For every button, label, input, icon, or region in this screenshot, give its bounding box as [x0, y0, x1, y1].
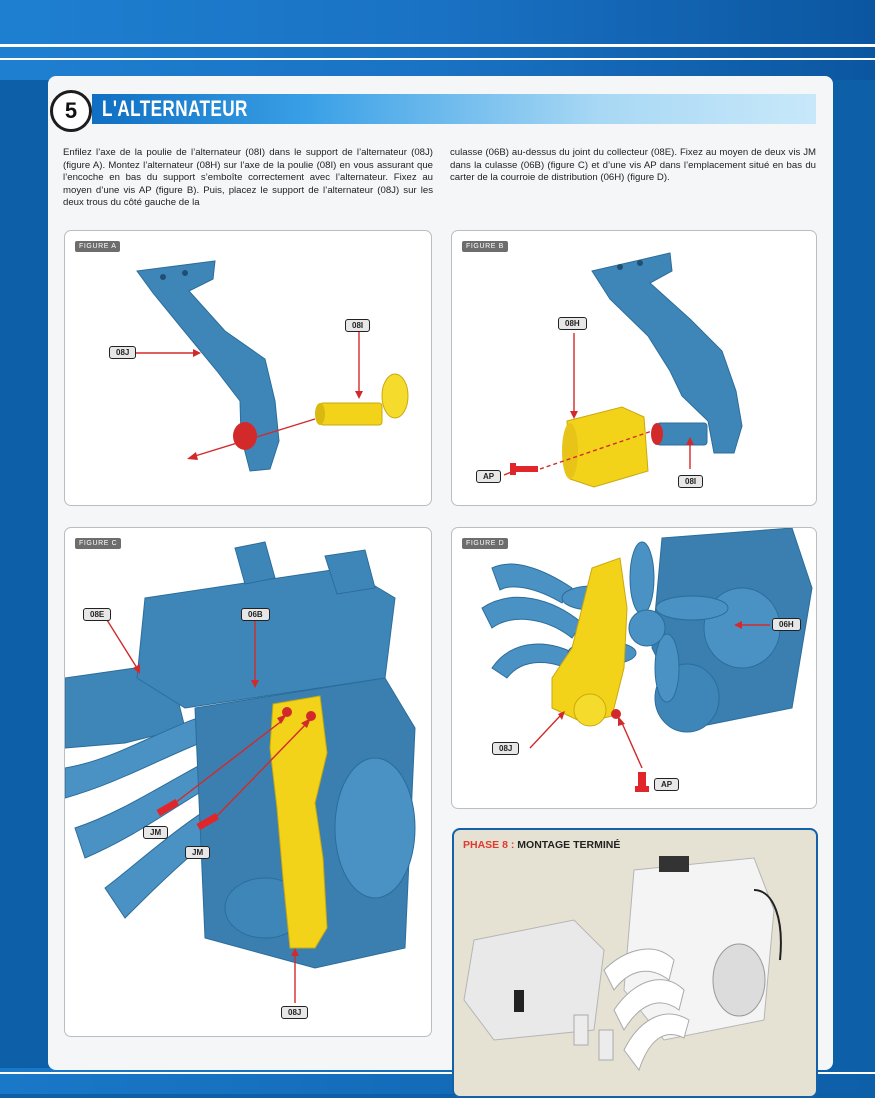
header-stripe: [0, 44, 875, 47]
figure-d-callout-ap: AP: [654, 778, 680, 791]
figure-d-tag: FIGURE D: [462, 538, 509, 549]
completed-engine-photo: [463, 856, 782, 1072]
figure-c-callout-08e: 08E: [83, 608, 112, 621]
figure-c-callout-jm-2: JM: [185, 846, 211, 859]
figure-a-panel: FIGURE A 08J 08I: [64, 230, 432, 506]
figure-d-callout-08j: 08J: [492, 742, 520, 755]
figure-b-illustration: [503, 252, 743, 488]
figure-b-callout-08h: 08H: [558, 317, 587, 330]
figure-c-tag: FIGURE C: [75, 538, 122, 549]
phase-complete-panel: PHASE 8 : MONTAGE TERMINÉ: [452, 828, 818, 1098]
figure-b-callout-08i: 08I: [678, 475, 704, 488]
figure-a-tag: FIGURE A: [75, 241, 121, 252]
phase-title: MONTAGE TERMINÉ: [517, 839, 621, 851]
page-header-band: [0, 0, 875, 80]
figure-a-callout-08i: 08I: [345, 319, 371, 332]
figure-c-callout-08j: 08J: [281, 1006, 309, 1019]
figure-d-illustration: [481, 528, 813, 792]
phase-heading: PHASE 8 : MONTAGE TERMINÉ: [463, 839, 620, 851]
instructions-left: Enfilez l’axe de la poulie de l’alternat…: [63, 147, 433, 209]
figure-c-callout-jm-1: JM: [143, 826, 169, 839]
figure-a-callout-08j: 08J: [109, 346, 137, 359]
phase-number: PHASE 8 :: [463, 839, 515, 851]
figure-b-tag: FIGURE B: [462, 241, 508, 252]
figure-d-callout-06h: 06H: [772, 618, 801, 631]
figure-c-panel: FIGURE C 08E 06B JM JM 08J: [64, 527, 432, 1037]
instructions-right: culasse (06B) au-dessus du joint du coll…: [450, 147, 816, 184]
figure-c-illustration: [65, 541, 416, 1003]
figure-b-panel: FIGURE B 08H AP 08I: [451, 230, 817, 506]
step-number: 5: [50, 90, 92, 132]
footer-stripe: [0, 1072, 875, 1074]
figure-d-panel: FIGURE D 06H 08J AP: [451, 527, 817, 809]
step-header: 5 L'ALTERNATEUR: [50, 90, 816, 132]
figure-c-callout-06b: 06B: [241, 608, 270, 621]
figure-b-callout-ap: AP: [476, 470, 502, 483]
step-title: L'ALTERNATEUR: [102, 96, 248, 121]
figure-a-illustration: [115, 260, 409, 472]
header-stripe: [0, 58, 875, 60]
step-title-bar: [92, 94, 816, 124]
